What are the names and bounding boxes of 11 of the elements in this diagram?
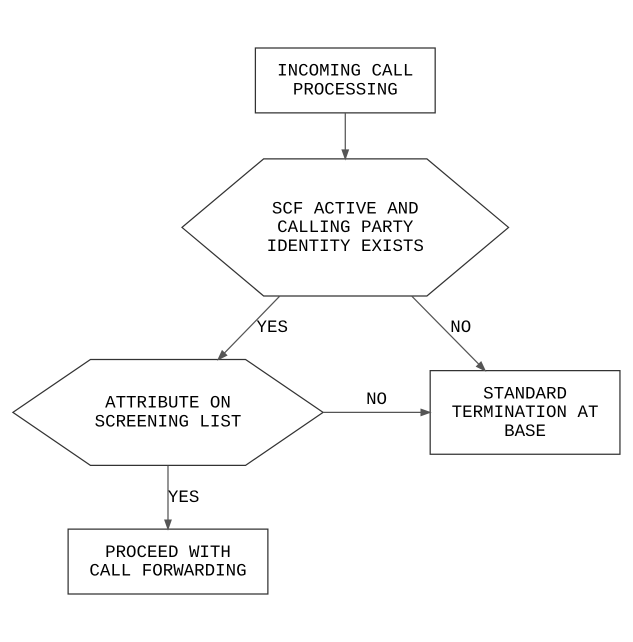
edge-label: NO <box>366 390 388 410</box>
arrow <box>164 466 172 531</box>
arrow <box>323 408 432 416</box>
node-box: PROCEED WITH CALL FORWARDING <box>68 528 268 595</box>
arrow <box>216 296 280 361</box>
node-box: INCOMING CALL PROCESSING <box>254 47 436 114</box>
node-box: STANDARD TERMINATION AT BASE <box>430 370 621 455</box>
edge-label: NO <box>450 318 472 338</box>
edge-label: YES <box>256 318 288 338</box>
arrow <box>411 296 486 372</box>
arrow <box>341 113 350 161</box>
